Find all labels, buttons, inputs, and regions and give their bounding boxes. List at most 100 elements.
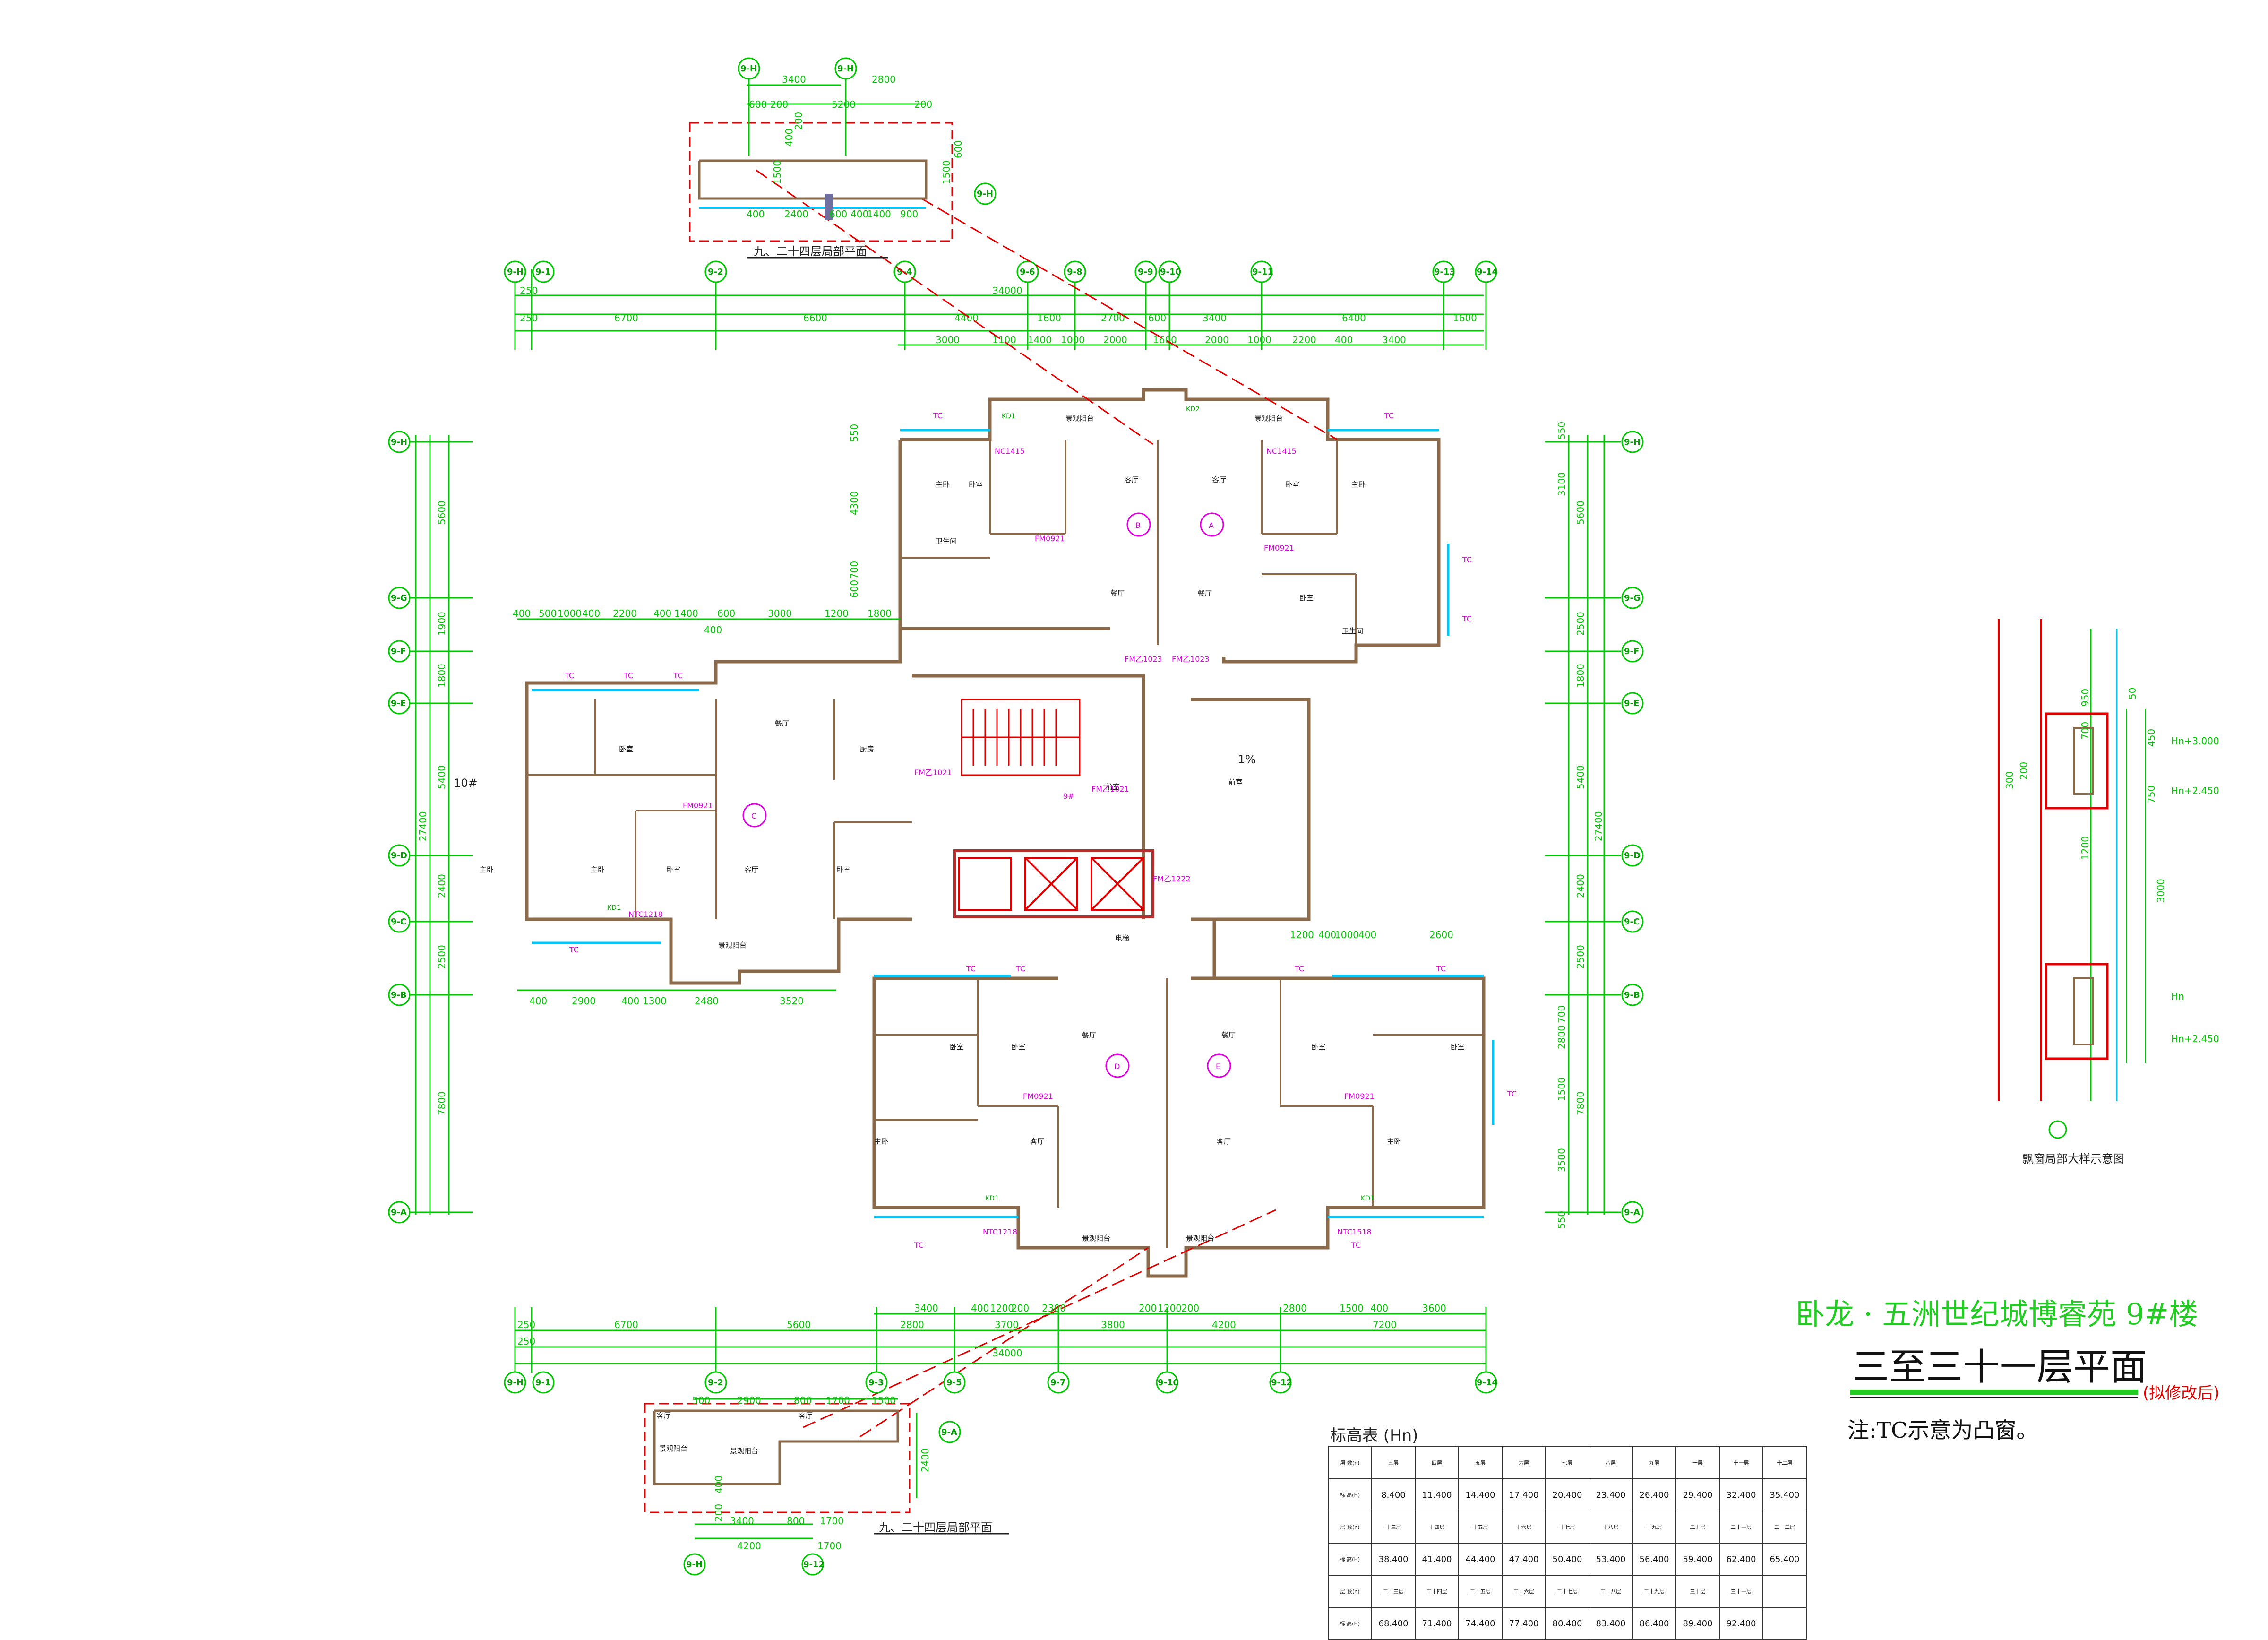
table-cell: 41.400 — [1415, 1543, 1459, 1576]
window-tag: TC — [673, 671, 683, 680]
room-label: 卧室 — [836, 865, 850, 874]
dim-text: 1600 — [1453, 312, 1477, 324]
table-cell: 七层 — [1545, 1446, 1589, 1479]
axis-left-labels: 9-H 9-G 9-F 9-E 9-D 9-C 9-B 9-A — [391, 437, 407, 1217]
table-cell: 十一层 — [1719, 1446, 1763, 1479]
dim-text: 800 — [787, 1515, 805, 1527]
table-cell: 三十一层 — [1719, 1575, 1763, 1608]
inset-caption: 九、二十四层局部平面 — [754, 245, 867, 258]
room-label: 餐厅 — [1221, 1031, 1236, 1039]
room-label: 卧室 — [950, 1043, 964, 1051]
window-tag: TC — [914, 1241, 924, 1250]
axis-label: 9-1 — [535, 267, 551, 277]
room-label: 餐厅 — [1082, 1031, 1096, 1039]
dim-text: 4200 — [1212, 1319, 1236, 1330]
dim-text: 5200 — [832, 99, 856, 110]
dim-text: 400 — [1318, 929, 1336, 941]
dim-text: 1500 — [1340, 1303, 1364, 1314]
table-cell: 十层 — [1675, 1446, 1720, 1479]
revision-note: (拟修改后) — [2143, 1384, 2220, 1403]
kd-tag: KD2 — [1186, 406, 1200, 413]
unit-letter: E — [1216, 1062, 1220, 1071]
axis-label: 9-F — [1624, 647, 1639, 656]
dim-text: 2200 — [1292, 334, 1316, 345]
table-cell: 8.400 — [1371, 1478, 1416, 1511]
detail-caption: 飘窗局部大样示意图 — [2022, 1152, 2124, 1165]
axis-label: 9-7 — [1050, 1378, 1066, 1388]
dim-text: 1700 — [820, 1515, 844, 1527]
room-label: 景观阳台 — [659, 1444, 687, 1453]
room-label: 卧室 — [1451, 1043, 1465, 1051]
axis-label: 9-11 — [1252, 267, 1273, 277]
window-tag: TC — [1015, 964, 1025, 973]
room-label: 餐厅 — [1198, 589, 1212, 597]
room-label: 电梯 — [1115, 934, 1129, 942]
dim-text: 400 — [529, 995, 547, 1007]
table-row: 层 数(n) 二十三层 二十四层 二十五层 二十六层 二十七层 二十八层 二十九… — [1328, 1575, 1807, 1608]
dim-text: 400 — [582, 608, 600, 619]
axis-label: 9-C — [391, 917, 406, 927]
dim-text: 2400 — [784, 208, 808, 220]
dim-text: 2800 — [872, 74, 896, 85]
axis-label: 9-A — [391, 1208, 407, 1217]
dim-text: 400 — [850, 208, 868, 220]
dim-text: 200 — [1181, 1303, 1199, 1314]
detail-label: Hn — [2171, 991, 2184, 1002]
dim-text: 7200 — [1373, 1319, 1397, 1330]
dim-text: 2400 — [1575, 874, 1586, 898]
axis-label: 9-14 — [1477, 267, 1498, 277]
table-cell: 二十五层 — [1458, 1575, 1503, 1608]
door-tag: NTC1218 — [628, 910, 663, 919]
dim-text: 550 — [1556, 422, 1567, 440]
dim-text: 200 — [2018, 762, 2029, 780]
table-cell: 17.400 — [1502, 1478, 1546, 1511]
room-label: 卧室 — [1285, 480, 1299, 489]
unit-letters: A B C D E — [751, 521, 1220, 1071]
left-wing-dims-line — [517, 618, 900, 991]
axis-label: 9-12 — [803, 1560, 825, 1570]
dim-text: 27400 — [417, 811, 429, 841]
table-cell: 20.400 — [1545, 1478, 1589, 1511]
axis-label: 9-12 — [1271, 1378, 1292, 1388]
table-cell: 二十三层 — [1371, 1575, 1416, 1608]
dim-text: 1200 — [1158, 1303, 1182, 1314]
dim-text: 1200 — [1290, 929, 1314, 941]
unit-letter: B — [1135, 521, 1141, 530]
axis-top-labels: 9-H 9-1 9-2 9-4 9-6 9-8 9-9 9-10 9-11 9-… — [507, 267, 1498, 277]
table-cell: 标 高(H) — [1328, 1543, 1372, 1576]
window-tag: TC — [564, 671, 574, 680]
kd-tag: KD1 — [1361, 1195, 1375, 1202]
room-label: 餐厅 — [775, 719, 789, 727]
dim-text: 2500 — [436, 945, 447, 969]
dim-text: 3600 — [1422, 1303, 1446, 1314]
dim-text: 2400 — [919, 1448, 931, 1472]
interior-partitions — [527, 440, 1484, 1248]
dim-text: 6400 — [1342, 312, 1366, 324]
table-cell: 二十二层 — [1762, 1511, 1807, 1544]
table-cell: 71.400 — [1415, 1607, 1459, 1640]
title-underline-thin — [1850, 1397, 2138, 1398]
table-row: 层 数(n) 十三层 十四层 十五层 十六层 十七层 十八层 十九层 二十层 二… — [1328, 1511, 1807, 1544]
dim-text: 1900 — [436, 612, 447, 636]
table-cell: 50.400 — [1545, 1543, 1589, 1576]
dim-text: 5600 — [1575, 501, 1586, 525]
dim-text: 2300 — [1042, 1303, 1066, 1314]
room-label: 客厅 — [799, 1411, 813, 1420]
dim-text: 1200 — [2079, 836, 2091, 860]
dim-text: 300 — [2004, 771, 2015, 789]
window-tag: TC — [1462, 555, 1472, 564]
door-tag: NC1415 — [1266, 447, 1297, 456]
bottom-dimension-chain — [514, 1307, 1487, 1373]
room-label: 卧室 — [619, 745, 633, 753]
dim-text: 3800 — [1101, 1319, 1125, 1330]
table-cell: 35.400 — [1762, 1478, 1807, 1511]
kd-tag: KD1 — [985, 1195, 999, 1202]
table-cell: 89.400 — [1675, 1607, 1720, 1640]
axis-label: 9-D — [1624, 851, 1641, 861]
axis-label: 9-10 — [1160, 267, 1181, 277]
table-cell: 38.400 — [1371, 1543, 1416, 1576]
dim-text: 2800 — [1283, 1303, 1307, 1314]
axis-bottom-bubbles — [504, 1371, 1497, 1394]
inset-top: 9-H 9-H 9-H 3400 2800 600 200 5200 200 1… — [689, 57, 997, 259]
room-label: 客厅 — [1125, 475, 1139, 484]
